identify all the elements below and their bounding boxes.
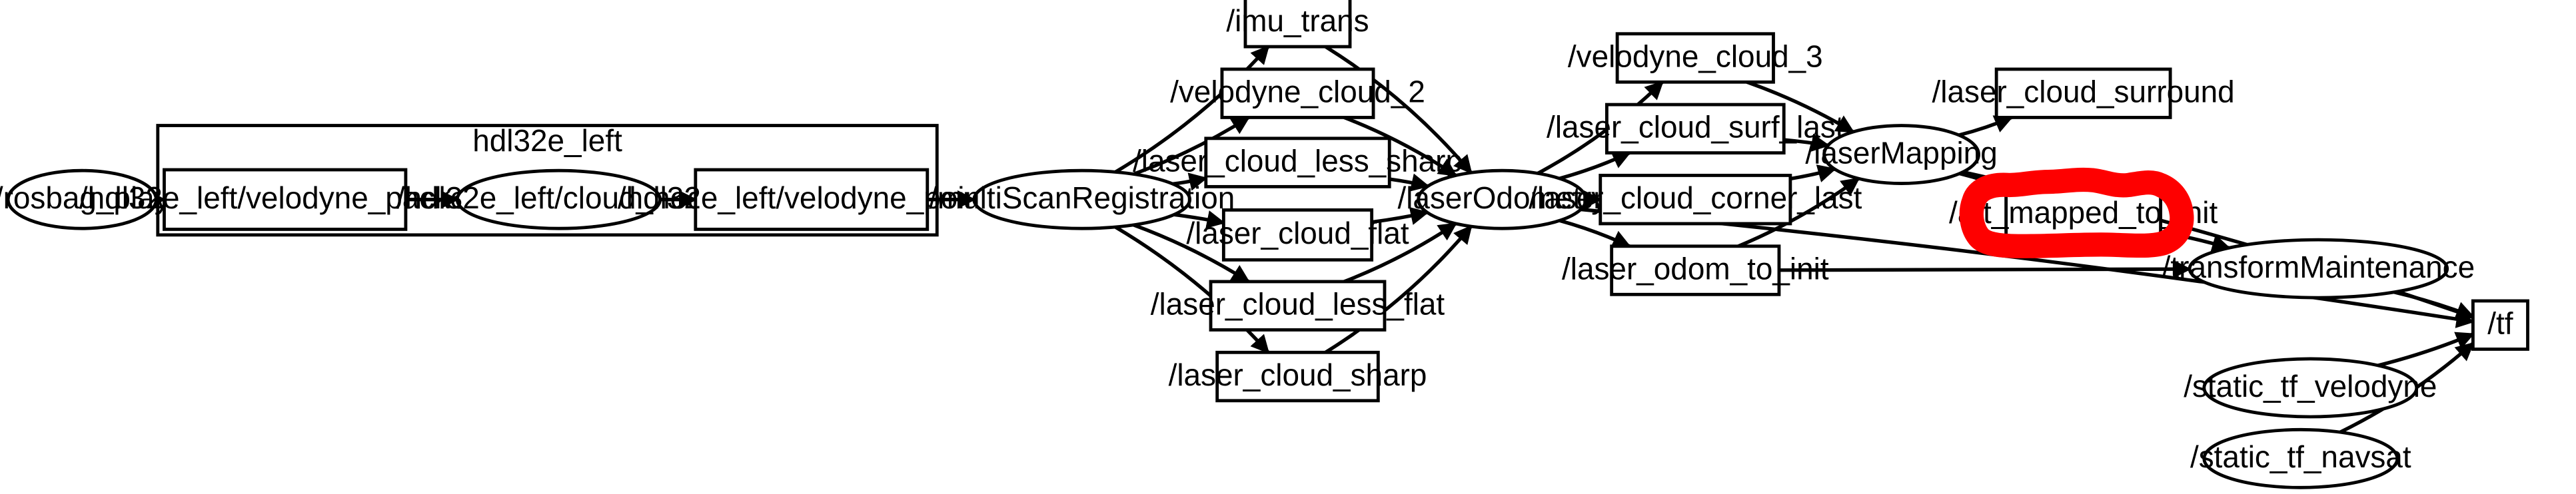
node-shape-ellipse[interactable] <box>972 168 1192 230</box>
node-shape-box[interactable] <box>163 168 408 231</box>
edge-imu_trans-to-laserOdometry <box>1324 45 1473 174</box>
edge-multiScanRegistration-to-laser_cloud_sharp <box>1114 225 1270 354</box>
graph-node-laser_cloud_surf_last[interactable]: /laser_cloud_surf_last <box>1547 103 1844 155</box>
node-shape-box[interactable] <box>1209 280 1387 332</box>
node-shape-ellipse[interactable] <box>455 168 662 230</box>
edge-laser_cloud_flat-to-laserOdometry <box>1371 206 1429 225</box>
node-shape-ellipse[interactable] <box>2202 357 2419 419</box>
node-shape-ellipse[interactable] <box>2188 238 2449 300</box>
clusters-layer: hdl32e_left <box>156 123 939 237</box>
node-shape-box[interactable] <box>1221 208 1374 262</box>
edge-laser_cloud_less_flat-to-laserOdometry <box>1343 222 1457 284</box>
node-shape-ellipse[interactable] <box>2202 427 2399 489</box>
node-shape-box[interactable] <box>1599 174 1792 226</box>
node-label: /laserMapping <box>1805 135 1997 170</box>
cluster-label: hdl32e_left <box>472 123 622 158</box>
node-label: /laser_cloud_sharp <box>1169 358 1427 392</box>
node-label: /hdl32e_left/velodyne_packets <box>79 180 491 215</box>
graph-node-velodyne_points[interactable]: /hdl32e_left/velodyne_points <box>618 168 1005 231</box>
node-label: /laser_cloud_less_sharp <box>1133 143 1463 178</box>
graph-node-velodyne_cloud_3[interactable]: /velodyne_cloud_3 <box>1568 32 1823 84</box>
graph-node-laser_cloud_corner_last[interactable]: /laser_cloud_corner_last <box>1529 174 1862 226</box>
cluster-border <box>156 124 939 237</box>
node-label: /rosbag_play <box>0 180 170 215</box>
node-label: /hdl32e_left/velodyne_points <box>618 180 1005 215</box>
graph-node-laser_odom_to_init[interactable]: /laser_odom_to_init <box>1562 244 1829 296</box>
node-shape-ellipse[interactable] <box>6 168 158 230</box>
edge-laser_cloud_sharp-to-laserOdometry <box>1324 224 1473 354</box>
node-label: /tf <box>2487 306 2513 341</box>
node-label: /laser_cloud_flat <box>1186 216 1409 250</box>
hand-drawn-circle-icon <box>1959 167 2194 258</box>
node-shape-box[interactable] <box>1615 32 1775 84</box>
edge-laser_odom_to_init-to-transformMaintenance <box>1778 260 2192 279</box>
node-label: /imu_trans <box>1226 3 1369 38</box>
node-shape-box[interactable] <box>1204 136 1391 188</box>
graph-node-static_tf_velodyne[interactable]: /static_tf_velodyne <box>2184 357 2437 419</box>
edge-laser_cloud_less_sharp-to-laserOdometry <box>1389 173 1430 192</box>
node-shape-box[interactable] <box>1994 67 2172 119</box>
edge-laserOdometry-to-velodyne_cloud_3 <box>1537 81 1664 175</box>
red-highlight-annotation <box>1959 167 2194 258</box>
graph-node-laser_cloud_sharp[interactable]: /laser_cloud_sharp <box>1169 350 1427 403</box>
graph-node-laser_cloud_less_flat[interactable]: /laser_cloud_less_flat <box>1151 280 1445 332</box>
node-shape-box[interactable] <box>2004 188 2163 240</box>
graph-node-transformMaintenance[interactable]: /transformMaintenance <box>2162 238 2475 300</box>
node-label: /static_tf_velodyne <box>2184 369 2437 403</box>
node-shape-box[interactable] <box>1215 350 1380 403</box>
nodes-layer: /rosbag_play/hdl32e_left/velodyne_packet… <box>0 0 2529 489</box>
edge-laser_cloud_surf_last-to-laserMapping <box>1783 133 1830 152</box>
edge-laserMapping-to-laser_cloud_surround <box>1958 115 2014 137</box>
edge-laserOdometry-to-laser_cloud_surf_last <box>1559 151 1631 180</box>
node-label: /velodyne_cloud_3 <box>1568 39 1823 73</box>
edge-laserOdometry-to-laser_odom_to_init <box>1559 218 1631 248</box>
edge-velodyne_cloud_2-to-laserOdometry <box>1343 115 1457 177</box>
graph-node-laserOdometry[interactable]: /laserOdometry <box>1397 168 1607 230</box>
node-shape-ellipse[interactable] <box>1417 168 1588 230</box>
node-label: /laser_cloud_less_flat <box>1151 287 1445 322</box>
edge-laser_cloud_corner_last-to-laserMapping <box>1790 164 1837 182</box>
node-label: /laserOdometry <box>1397 180 1607 215</box>
node-label: /static_tf_navsat <box>2190 439 2411 474</box>
edge-multiScanRegistration-to-laser_cloud_flat <box>1173 210 1226 229</box>
node-label: /multiScanRegistration <box>929 180 1235 215</box>
edge-laser_odom_to_init-to-laserMapping <box>1737 177 1860 248</box>
node-label: /laser_cloud_corner_last <box>1529 180 1862 215</box>
edge-transformMaintenance-to-tf <box>2393 290 2475 320</box>
edge-multiScanRegistration-to-laser_cloud_less_flat <box>1133 223 1251 284</box>
node-shape-box[interactable] <box>1220 67 1375 119</box>
node-shape-box[interactable] <box>1610 244 1781 296</box>
node-label: /transformMaintenance <box>2162 250 2475 284</box>
node-label: /velodyne_cloud_2 <box>1170 75 1425 109</box>
edge-velodyne_cloud_3-to-laserMapping <box>1746 80 1855 134</box>
graph-node-multiScanRegistration[interactable]: /multiScanRegistration <box>929 168 1235 230</box>
graph-node-laserMapping[interactable]: /laserMapping <box>1805 124 1998 185</box>
node-shape-box[interactable] <box>694 168 930 231</box>
graph-node-velodyne_cloud_2[interactable]: /velodyne_cloud_2 <box>1170 67 1425 119</box>
graph-node-cloud_node[interactable]: /hdl32e_left/cloud_node <box>396 168 721 230</box>
edge-multiScanRegistration-to-velodyne_cloud_2 <box>1133 116 1251 176</box>
node-label: /hdl32e_left/cloud_node <box>396 180 721 215</box>
node-label: /laser_odom_to_init <box>1562 251 1829 286</box>
graph-node-velodyne_packets[interactable]: /hdl32e_left/velodyne_packets <box>79 168 491 231</box>
graph-node-laser_cloud_surround[interactable]: /laser_cloud_surround <box>1932 67 2235 119</box>
node-shape-ellipse[interactable] <box>1822 124 1980 185</box>
cluster-hdl32e_left: hdl32e_left <box>156 123 939 237</box>
graph-node-laser_cloud_less_sharp[interactable]: /laser_cloud_less_sharp <box>1133 136 1463 188</box>
node-shape-box[interactable] <box>1605 103 1786 155</box>
node-label: /laser_cloud_surf_last <box>1547 110 1844 144</box>
node-shape-box[interactable] <box>1243 0 1352 49</box>
edge-multiScanRegistration-to-imu_trans <box>1114 45 1270 174</box>
node-label: /laser_cloud_surround <box>1932 75 2235 109</box>
node-shape-box[interactable] <box>2471 299 2529 351</box>
graph-node-static_tf_navsat[interactable]: /static_tf_navsat <box>2190 427 2411 489</box>
graph-node-imu_trans[interactable]: /imu_trans <box>1226 0 1369 49</box>
graph-node-rosbag_play[interactable]: /rosbag_play <box>0 168 170 230</box>
graph-node-tf[interactable]: /tf <box>2471 299 2529 351</box>
edge-static_tf_velodyne-to-tf <box>2377 332 2475 368</box>
graph-node-laser_cloud_flat[interactable]: /laser_cloud_flat <box>1186 208 1409 262</box>
